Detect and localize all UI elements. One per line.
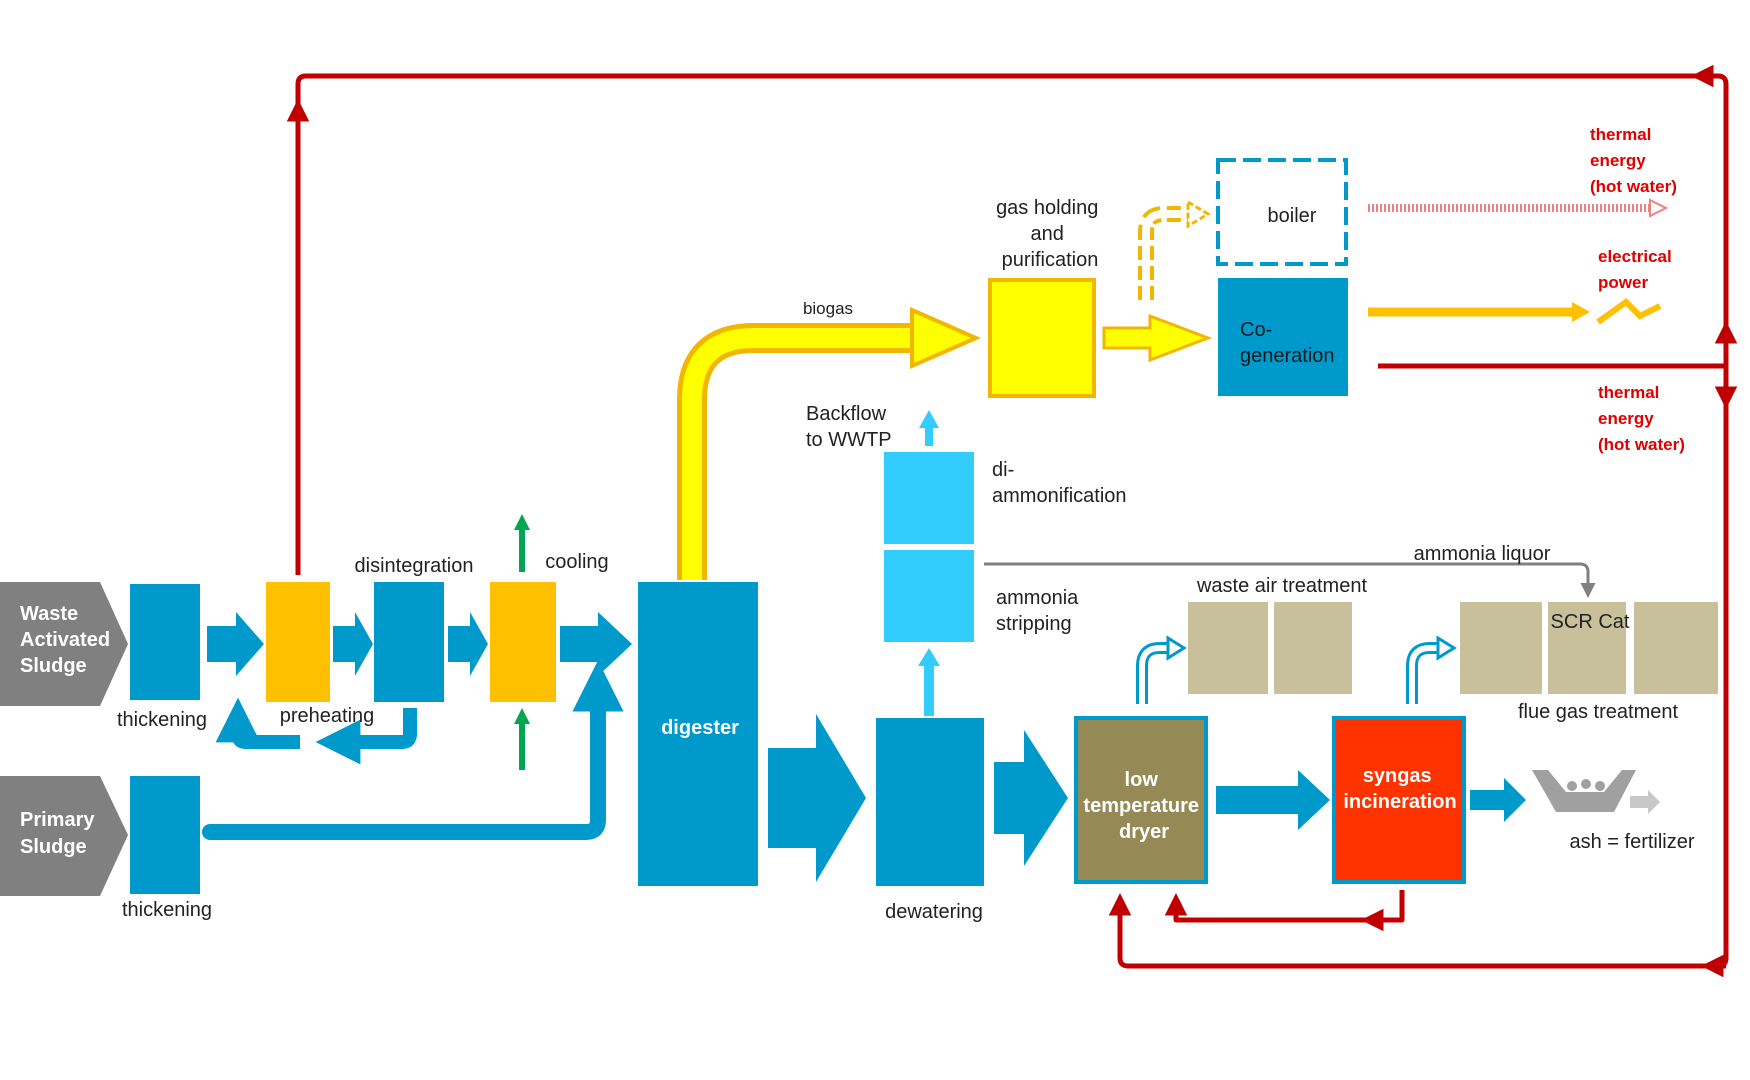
- biogas-label: biogas: [803, 299, 853, 318]
- input-waste-activated-sludge: Waste Activated Sludge: [0, 582, 128, 706]
- primary-sludge-label: Primary Sludge: [20, 809, 100, 858]
- ammonia-stripping-label: ammonia stripping: [996, 587, 1084, 635]
- diammonification-box: [884, 452, 974, 544]
- dewatering-label: dewatering: [885, 901, 983, 923]
- incineration-box: [1332, 716, 1466, 884]
- electrical-power-label: electrical power: [1598, 247, 1676, 292]
- thickening-box-1: [130, 584, 200, 700]
- dryer-label: low temperature dryer: [1083, 769, 1204, 843]
- cogeneration-label: Co- generation: [1240, 319, 1335, 367]
- biogas-pipe: [677, 306, 981, 580]
- thickening-label-1: thickening: [117, 709, 207, 731]
- preheat-return-arrow-2: [215, 697, 300, 749]
- ash-fertilizer-label: ash = fertilizer: [1569, 831, 1694, 853]
- incineration-label: syngas incineration: [1343, 765, 1456, 813]
- primary-sludge-line: [202, 660, 624, 840]
- cogeneration-box: [1218, 278, 1348, 396]
- thickening-box-2: [130, 776, 200, 894]
- scr-cat-label: SCR Cat: [1551, 611, 1630, 633]
- thermal-return-lines: [286, 64, 1738, 978]
- cooling-green-arrows: [514, 514, 530, 770]
- cooling-box: [490, 582, 556, 702]
- dewatering-to-stripping-arrow: [918, 648, 940, 716]
- flue-gas-box-3: [1634, 602, 1718, 694]
- waste-air-box-2: [1274, 602, 1352, 694]
- backflow-arrow: [919, 410, 939, 446]
- thermal-energy-bottom-label: thermal energy (hot water): [1598, 383, 1685, 454]
- flue-gas-treatment-label: flue gas treatment: [1518, 701, 1679, 723]
- boiler-label: boiler: [1268, 205, 1317, 227]
- gas-to-boiler-arrow: [1138, 199, 1211, 300]
- gas-holding-label: gas holding and purification: [996, 197, 1104, 271]
- blue-flow-arrows: [207, 612, 1526, 882]
- digester-label: digester: [661, 717, 739, 739]
- dryer-box: [1074, 716, 1208, 884]
- preheat-return-arrow: [315, 708, 417, 765]
- ash-bin-icon: [1532, 770, 1660, 814]
- incineration-to-flue-arrow: [1406, 635, 1457, 704]
- boiler-box: [1216, 158, 1348, 266]
- waste-air-treatment-label: waste air treatment: [1196, 575, 1368, 597]
- gas-to-cogeneration-arrow: [1102, 313, 1213, 363]
- flue-gas-box-1: [1460, 602, 1542, 694]
- waste-activated-sludge-label: Waste Activated Sludge: [20, 603, 116, 677]
- digester-box: [638, 582, 758, 886]
- disintegration-box: [374, 582, 444, 702]
- backflow-label: Backflow to WWTP: [806, 403, 892, 451]
- boiler-thermal-arrow: [1368, 198, 1669, 218]
- disintegration-label: disintegration: [355, 555, 474, 577]
- gas-holding-box: [988, 278, 1096, 398]
- ammonia-stripping-box: [884, 550, 974, 642]
- dryer-to-waste-air-arrow: [1136, 635, 1187, 704]
- waste-air-box-1: [1188, 602, 1268, 694]
- input-primary-sludge: Primary Sludge: [0, 776, 128, 896]
- scr-cat-box: [1548, 602, 1626, 694]
- dewatering-box: [876, 718, 984, 886]
- ammonia-liquor-label: ammonia liquor: [1414, 543, 1551, 565]
- preheating-box: [266, 582, 330, 702]
- ammonia-liquor-line: [984, 562, 1596, 598]
- thermal-energy-top-label: thermal energy (hot water): [1590, 125, 1677, 196]
- preheating-label: preheating: [280, 705, 375, 727]
- diammonification-label: di- ammonification: [992, 459, 1127, 507]
- electrical-power-arrow: [1368, 298, 1662, 325]
- cooling-label: cooling: [545, 551, 608, 573]
- thickening-label-2: thickening: [122, 899, 212, 921]
